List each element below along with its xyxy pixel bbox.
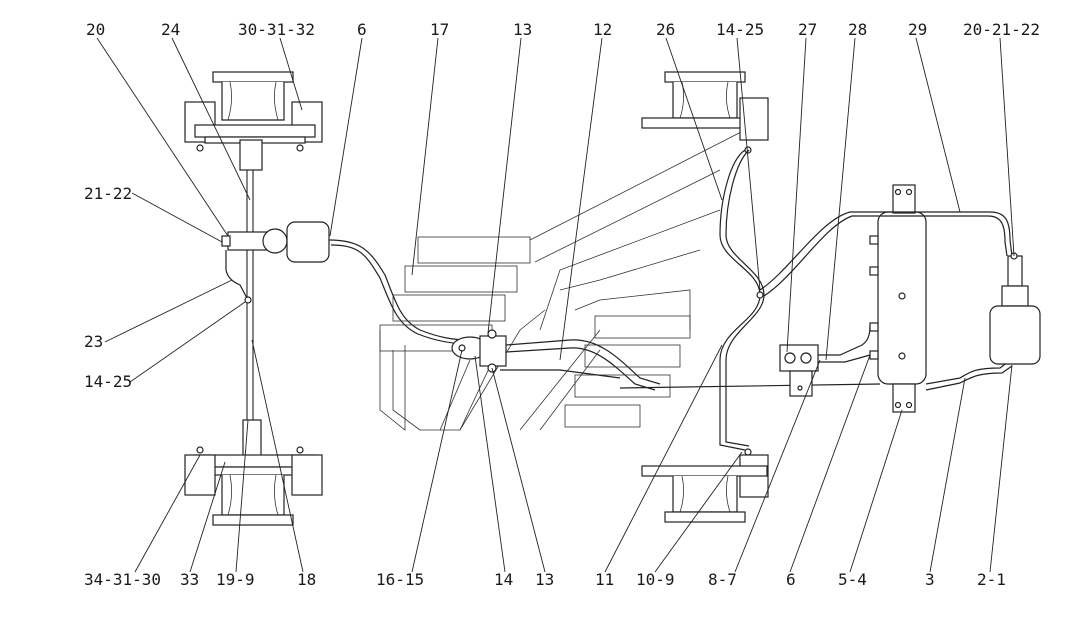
- left-brake-chamber: [221, 221, 330, 304]
- left-axle-tube: [246, 170, 254, 420]
- callout-6-bottom: 6: [786, 570, 796, 589]
- callout-3: 3: [925, 570, 935, 589]
- left-bottom-wheel-brake: [184, 419, 323, 526]
- callout-26: 26: [656, 20, 676, 39]
- callout-21-22: 21-22: [84, 184, 133, 203]
- callout-12: 12: [593, 20, 613, 39]
- callout-13-top: 13: [513, 20, 533, 39]
- callout-2-1: 2-1: [977, 570, 1006, 589]
- callout-33: 33: [180, 570, 200, 589]
- callout-20-21-22: 20-21-22: [963, 20, 1041, 39]
- air-reservoir-tank: [869, 184, 927, 413]
- callout-34-31-30: 34-31-30: [84, 570, 162, 589]
- right-top-wheel-brake: [641, 71, 769, 154]
- callout-8-7: 8-7: [708, 570, 737, 589]
- callout-28: 28: [848, 20, 868, 39]
- callout-27: 27: [798, 20, 818, 39]
- callout-13-bottom: 13: [535, 570, 555, 589]
- vehicle-frame-outline: [379, 129, 746, 431]
- callout-18: 18: [297, 570, 317, 589]
- callout-29: 29: [908, 20, 928, 39]
- callout-14-25-left: 14-25: [84, 372, 133, 391]
- callout-5-4: 5-4: [838, 570, 867, 589]
- callout-30-31-32: 30-31-32: [238, 20, 316, 39]
- right-bottom-wheel-brake: [641, 448, 769, 523]
- callout-20: 20: [86, 20, 106, 39]
- center-relay-valve: [451, 329, 507, 373]
- callout-10-9: 10-9: [636, 570, 675, 589]
- callout-16-15: 16-15: [376, 570, 425, 589]
- pipe-left-to-center: [328, 239, 471, 341]
- callout-14-bottom: 14: [494, 570, 514, 589]
- callout-14-25-top: 14-25: [716, 20, 765, 39]
- callout-24: 24: [161, 20, 181, 39]
- callout-19-9: 19-9: [216, 570, 255, 589]
- left-top-wheel-brake: [184, 71, 323, 171]
- callout-23: 23: [84, 332, 104, 351]
- right-brake-chamber: [989, 252, 1041, 365]
- callout-11: 11: [595, 570, 615, 589]
- callout-6-top: 6: [357, 20, 367, 39]
- leader-lines: [96, 37, 1015, 573]
- callout-17: 17: [430, 20, 450, 39]
- pressure-valve-block: [779, 324, 871, 397]
